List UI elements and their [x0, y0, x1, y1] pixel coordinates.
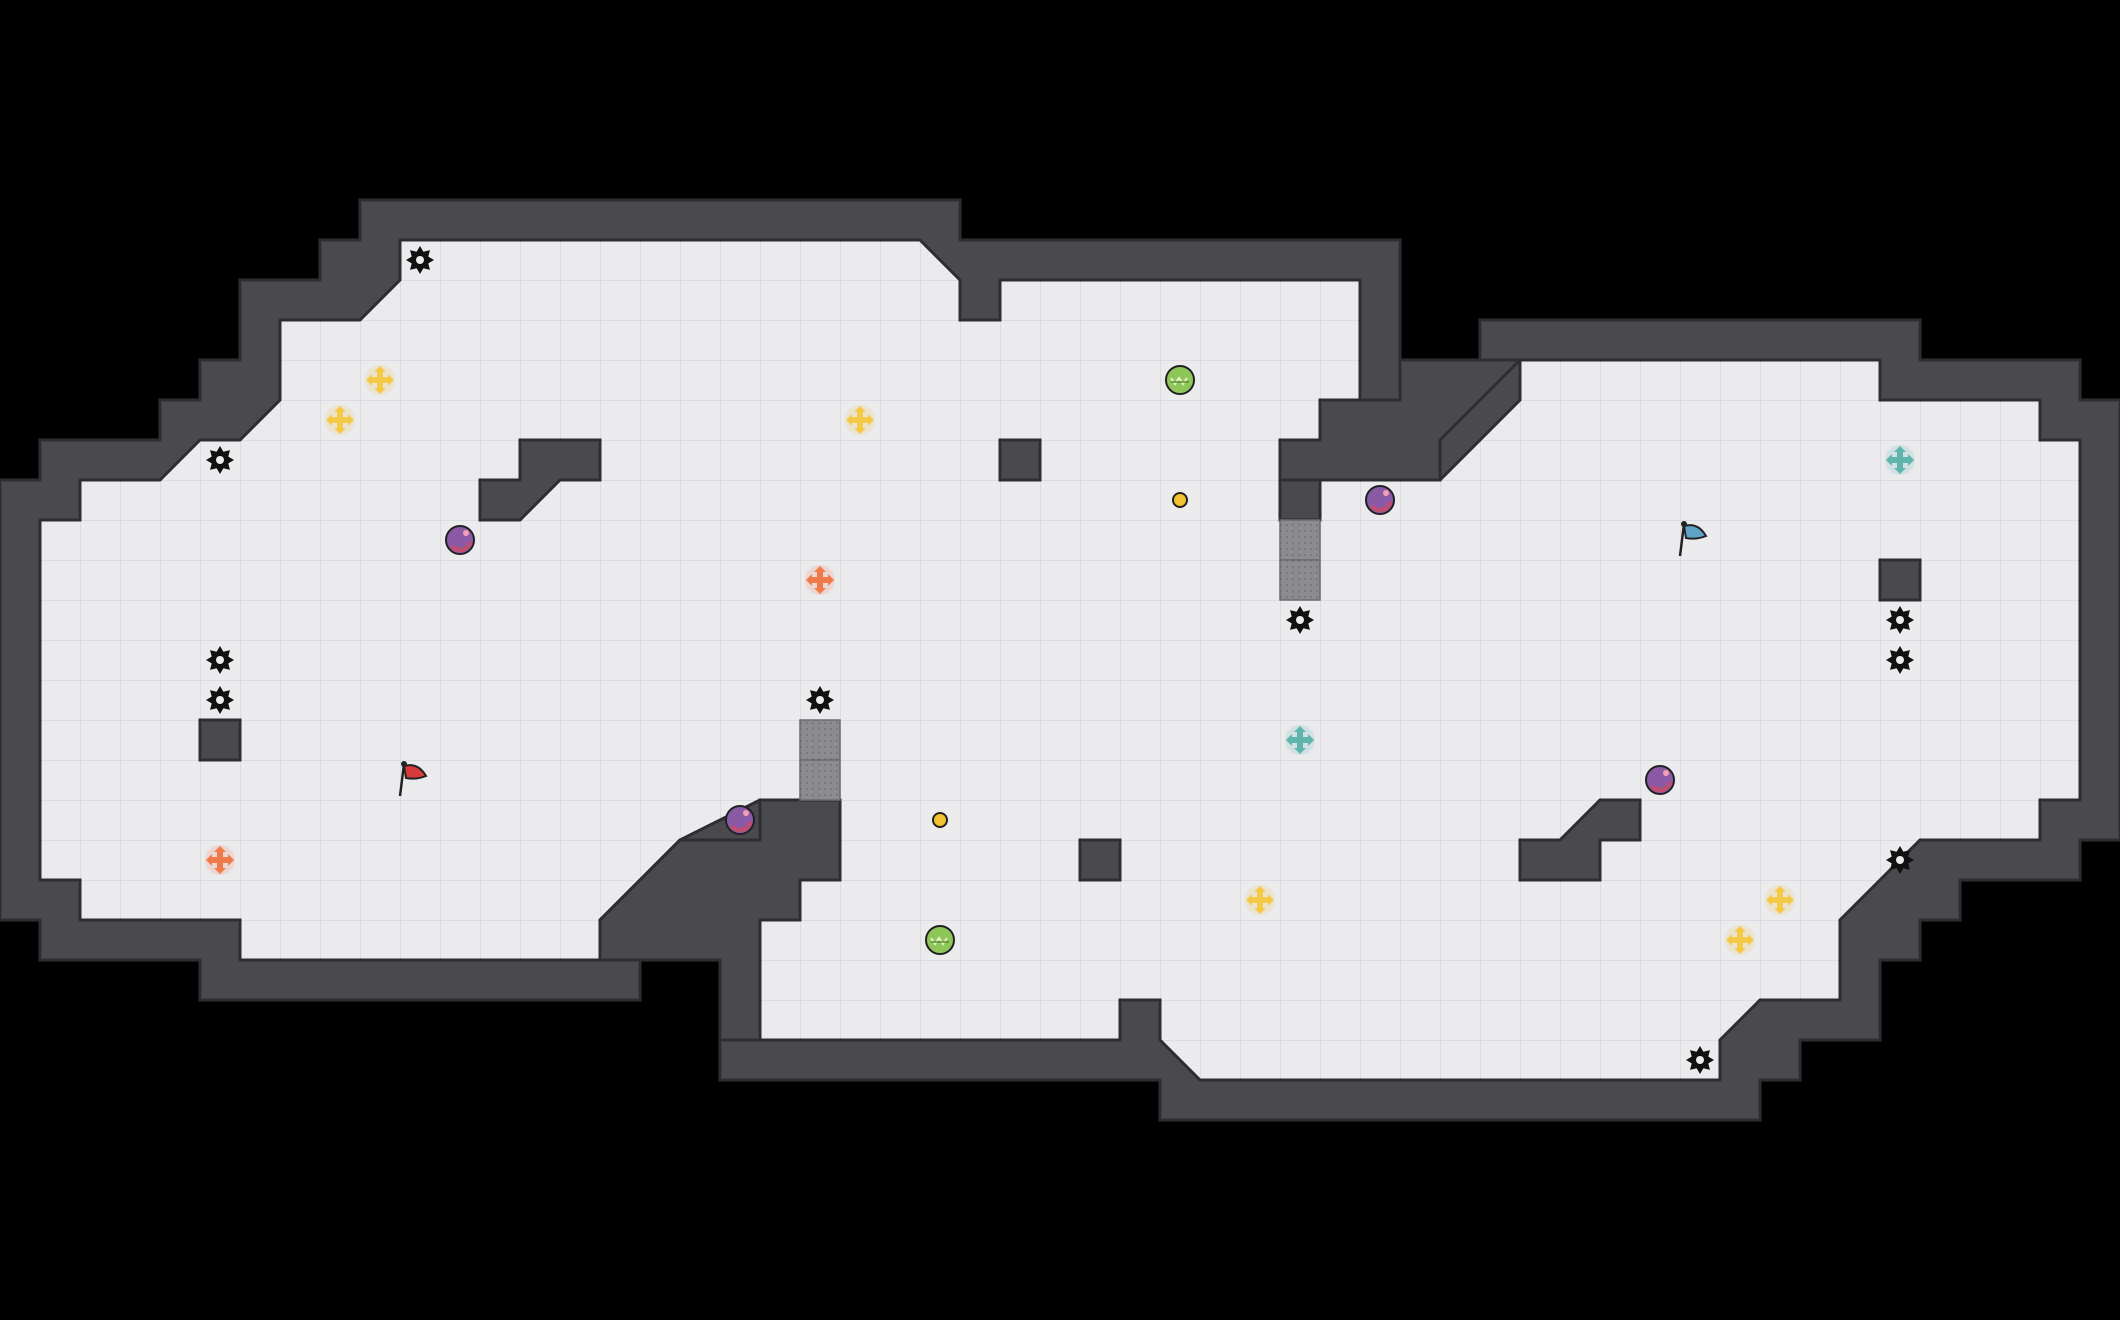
crate [1279, 559, 1321, 601]
pads [925, 365, 1195, 955]
orbs [445, 485, 1675, 835]
orb-icon [445, 525, 475, 555]
crate [1279, 519, 1321, 561]
spike-icon [406, 246, 434, 274]
coin-icon [1172, 492, 1188, 508]
crate [799, 719, 841, 761]
spike-icon [1286, 606, 1314, 634]
spike-icon [206, 686, 234, 714]
bouncer-icon [205, 845, 235, 875]
orb-icon [1365, 485, 1395, 515]
spike-icon [1686, 1046, 1714, 1074]
bouncer-icon [1885, 445, 1915, 475]
bouncers [205, 365, 1915, 955]
spike-icon [806, 686, 834, 714]
bouncer-icon [1285, 725, 1315, 755]
inner-walls [198, 358, 1922, 1042]
spike-icon [1886, 646, 1914, 674]
spike-icon [1886, 606, 1914, 634]
bouncer-icon [805, 565, 835, 595]
coins [932, 492, 1188, 828]
spikes [206, 246, 1914, 1074]
bouncer-icon [325, 405, 355, 435]
crate [799, 759, 841, 801]
floor [38, 238, 2082, 1082]
bouncer-icon [1245, 885, 1275, 915]
jump-pad-icon [925, 925, 955, 955]
floor-area [38, 238, 2082, 1082]
bouncer-icon [845, 405, 875, 435]
crates [799, 519, 1321, 801]
spike-icon [1886, 846, 1914, 874]
red-flag-icon [398, 761, 428, 797]
bouncer-icon [1725, 925, 1755, 955]
coin-icon [932, 812, 948, 828]
blue-flag-icon [1678, 521, 1708, 557]
spike-icon [206, 446, 234, 474]
spike-icon [206, 646, 234, 674]
orb-icon [1645, 765, 1675, 795]
bouncer-icon [365, 365, 395, 395]
jump-pad-icon [1165, 365, 1195, 395]
bouncer-icon [1765, 885, 1795, 915]
flags [398, 521, 1708, 797]
orb-icon [725, 805, 755, 835]
